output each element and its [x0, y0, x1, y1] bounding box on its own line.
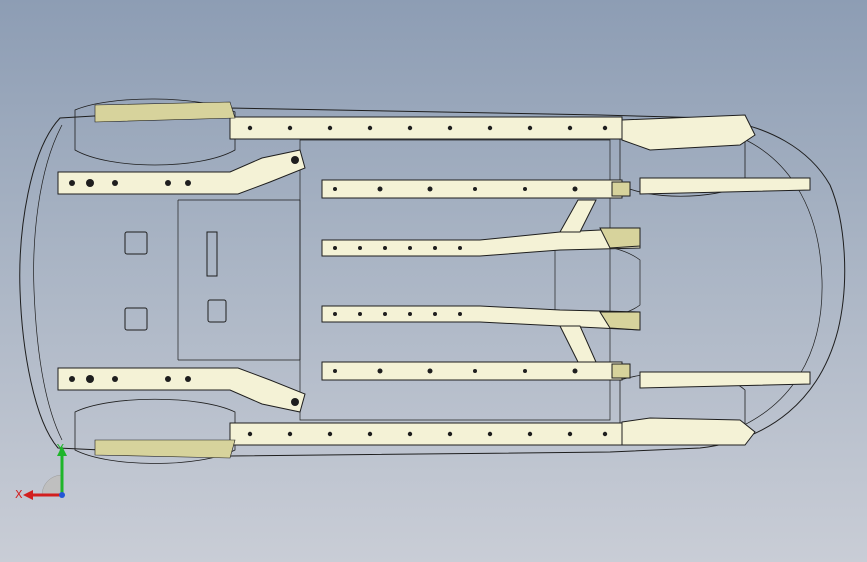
body-outline	[19, 107, 846, 457]
floor-hole	[124, 307, 148, 331]
rear-right-liner	[94, 439, 236, 459]
front-bracket-upper	[599, 227, 641, 249]
triad-y-arrowhead	[57, 446, 67, 456]
coordinate-triad: X Y	[15, 442, 67, 501]
front-floor-detail	[554, 244, 641, 318]
floor-crossmember-line	[177, 199, 301, 361]
front-right-extension	[639, 371, 811, 389]
triad-x-label: X	[15, 488, 23, 501]
triad-y-label: Y	[56, 442, 64, 455]
floor-hole	[207, 299, 227, 323]
front-right-rail	[621, 417, 756, 446]
center-diagonal-link-upper	[559, 199, 597, 233]
triad-base-wedge	[41, 474, 63, 496]
rear-bumper-curve	[33, 124, 63, 441]
rear-left-wheel-arch	[74, 98, 236, 166]
front-bracket-lower-mount	[611, 363, 631, 379]
center-diagonal-link-lower	[559, 325, 597, 363]
floor-hole	[206, 231, 218, 277]
floor-hole	[124, 231, 148, 255]
rear-left-longitudinal-rail	[57, 149, 306, 195]
front-left-extension	[639, 177, 811, 195]
rear-left-liner	[94, 101, 236, 123]
front-left-rail	[621, 114, 756, 151]
center-member-3	[321, 305, 641, 331]
rear-right-wheel-arch	[74, 398, 236, 464]
triad-x-arrowhead	[23, 490, 33, 500]
front-bracket-lower	[599, 311, 641, 331]
center-member-2	[321, 227, 641, 257]
rear-right-longitudinal-rail	[57, 367, 306, 413]
front-bracket-upper-mount	[611, 181, 631, 197]
front-bumper-curve	[719, 129, 823, 436]
triad-z-axis	[59, 492, 65, 498]
